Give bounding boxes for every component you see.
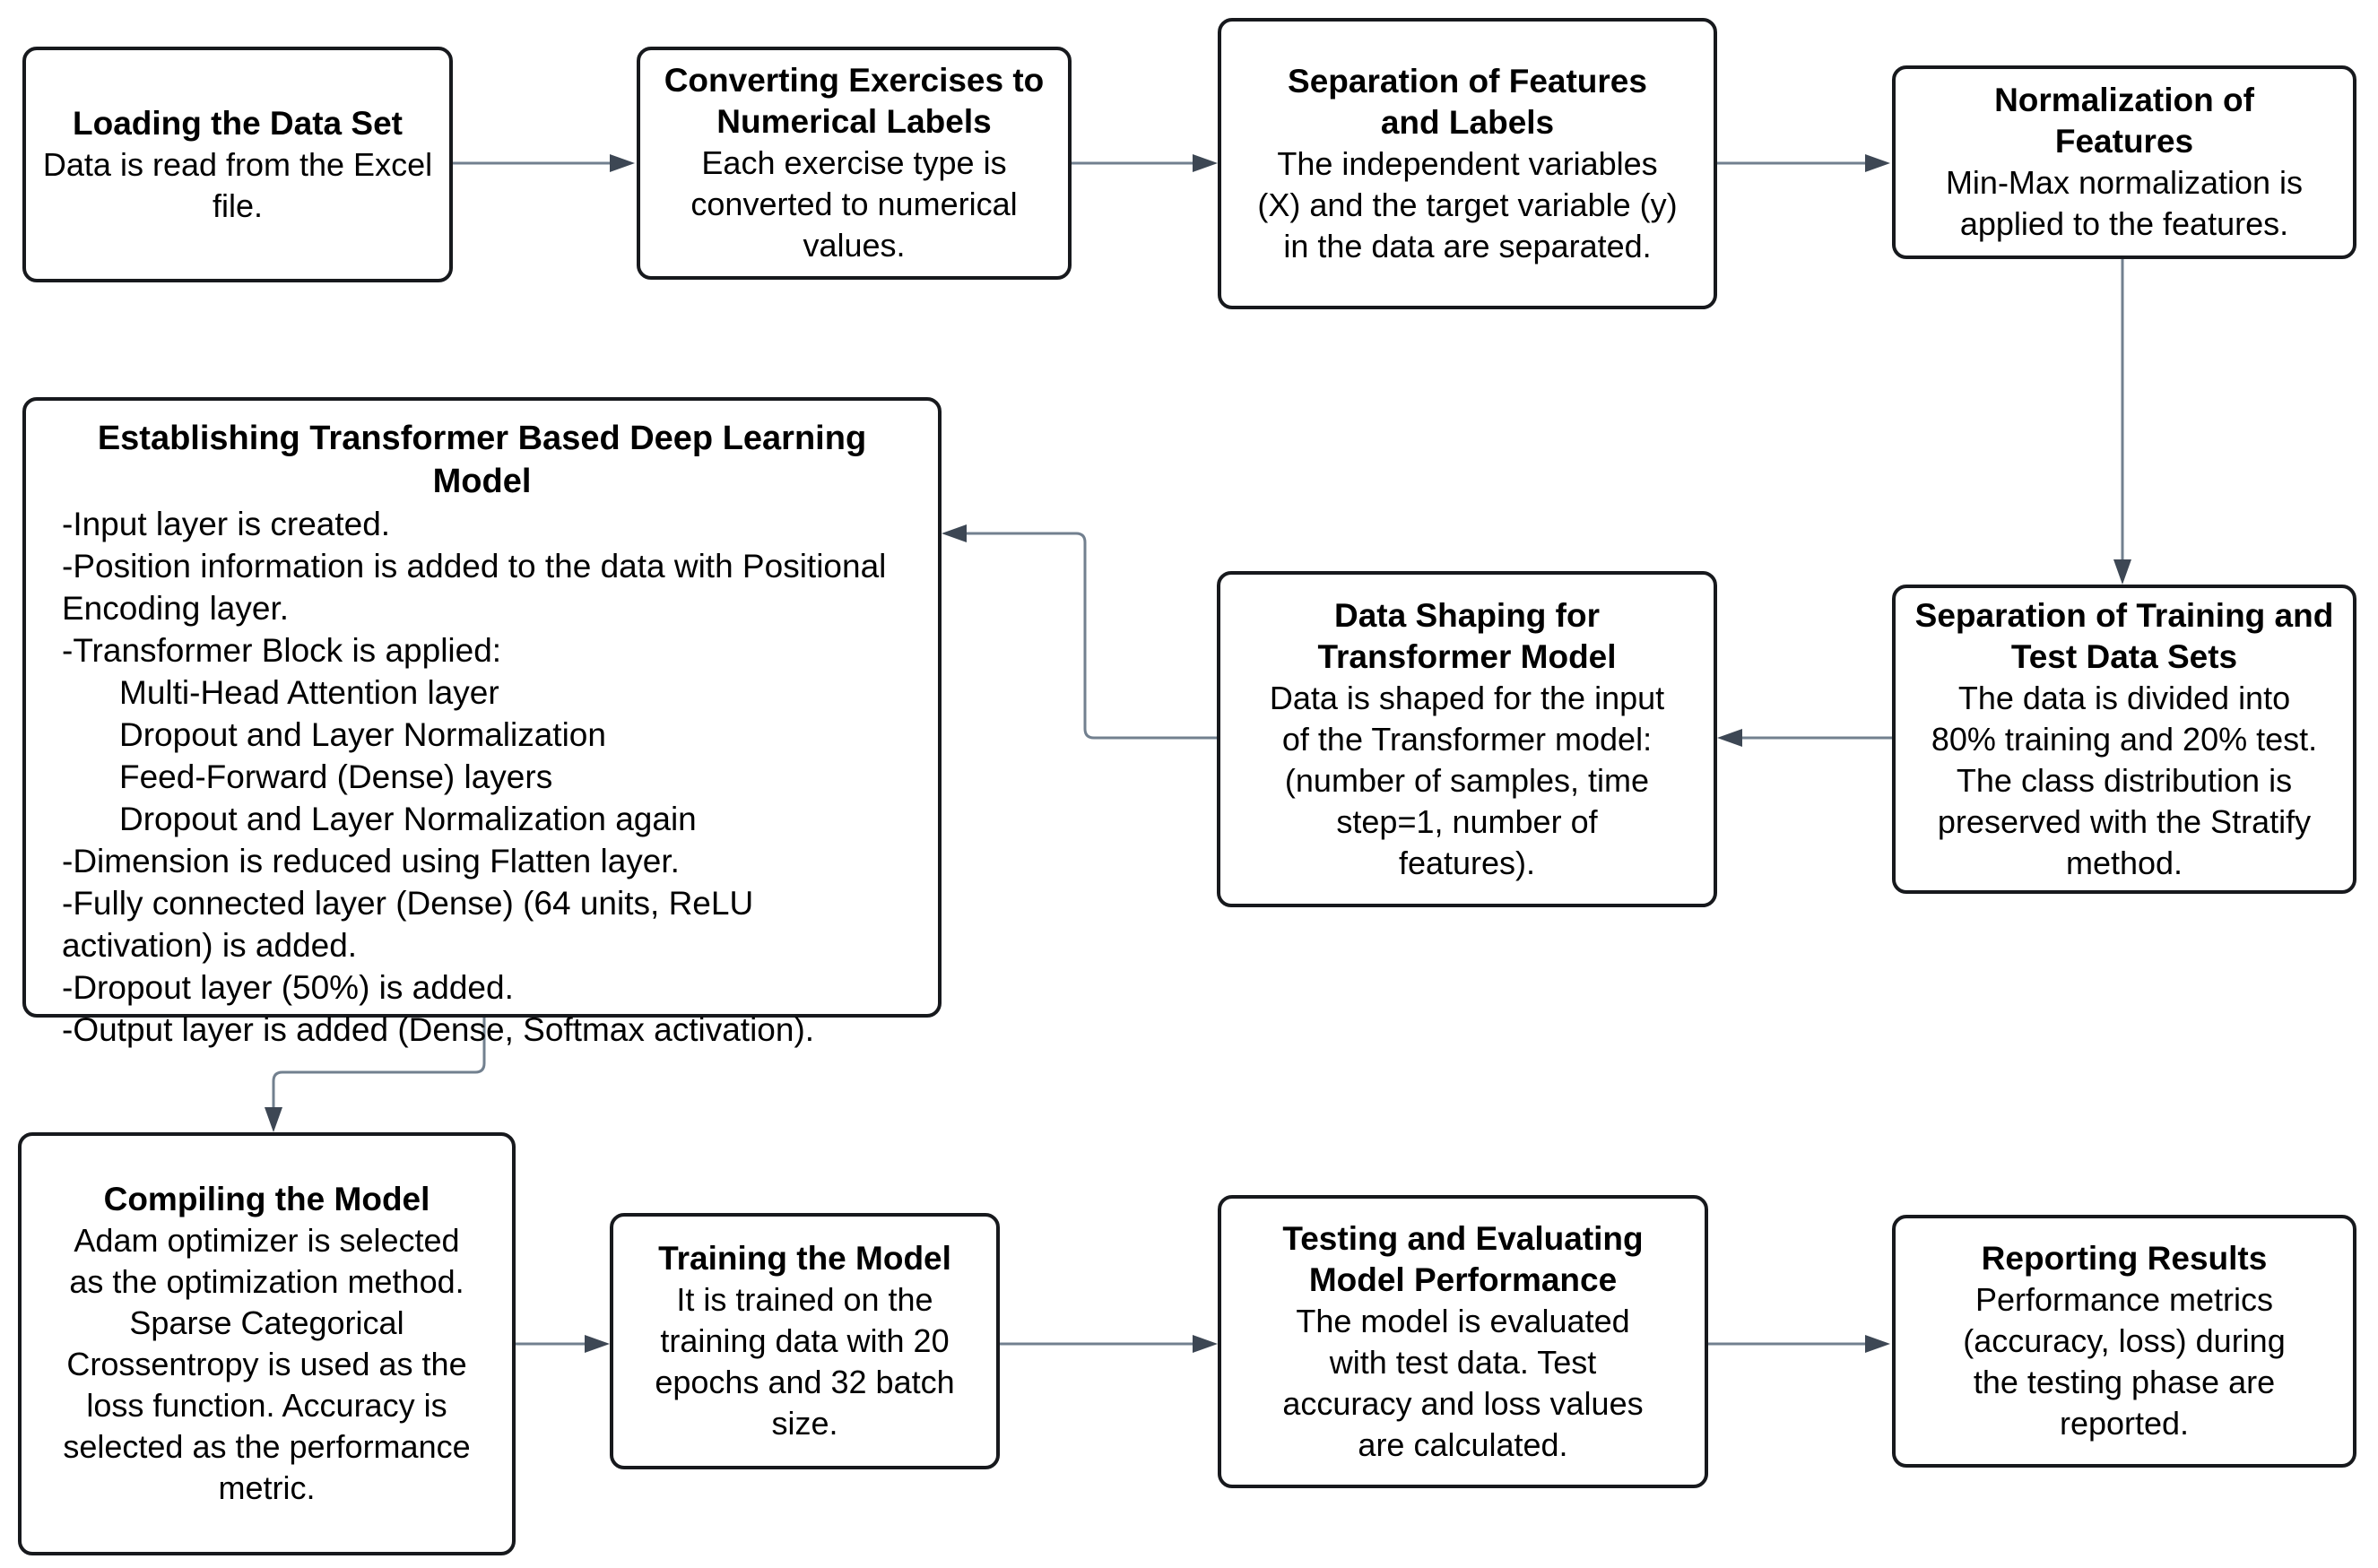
arrowhead-right-icon bbox=[585, 1335, 610, 1353]
flow-node-converting: Converting Exercises to Numerical Labels… bbox=[637, 47, 1072, 280]
node-body-line: -Output layer is added (Dense, Softmax a… bbox=[62, 1011, 815, 1048]
arrowhead-right-icon bbox=[610, 154, 635, 172]
node-body: The independent variables (X) and the ta… bbox=[1257, 144, 1678, 264]
node-body-line: Dropout and Layer Normalization bbox=[119, 716, 606, 753]
node-body-line: -Dropout layer (50%) is added. bbox=[62, 969, 514, 1006]
node-title: Reporting Results bbox=[1981, 1240, 2268, 1277]
flow-node-loading: Loading the Data Set Data is read from t… bbox=[22, 47, 453, 282]
node-body: Performance metrics (accuracy, loss) dur… bbox=[1963, 1281, 2286, 1442]
node-title: Converting Exercises to Numerical Labels bbox=[664, 62, 1045, 140]
node-body-line: Dropout and Layer Normalization again bbox=[119, 801, 697, 837]
node-body-line: -Dimension is reduced using Flatten laye… bbox=[62, 843, 680, 879]
node-body-line: -Transformer Block is applied: bbox=[62, 632, 502, 669]
node-body: Adam optimizer is selected as the optimi… bbox=[63, 1222, 471, 1506]
node-body: Min-Max normalization is applied to the … bbox=[1945, 164, 2304, 242]
flow-node-training: Training the Model It is trained on the … bbox=[610, 1213, 1000, 1469]
node-body-line: -Position information is added to the da… bbox=[62, 548, 887, 627]
flow-node-compiling: Compiling the Model Adam optimizer is se… bbox=[18, 1132, 516, 1555]
arrowhead-right-icon bbox=[1193, 154, 1218, 172]
node-body: The data is divided into 80% training an… bbox=[1931, 679, 2318, 881]
node-title: Normalization of Features bbox=[1994, 82, 2254, 160]
flow-node-separation-training: Separation of Training and Test Data Set… bbox=[1892, 585, 2356, 894]
node-title: Separation of Training and Test Data Set… bbox=[1914, 596, 2334, 675]
flow-node-separation-features: Separation of Features and Labels The in… bbox=[1218, 18, 1717, 309]
arrowhead-down-icon bbox=[265, 1107, 282, 1132]
arrowhead-right-icon bbox=[1193, 1335, 1218, 1353]
connector-establishing-model-to-compiling bbox=[272, 1018, 486, 1107]
arrowhead-down-icon bbox=[2113, 559, 2131, 585]
node-title: Testing and Evaluating Model Performance bbox=[1282, 1219, 1644, 1298]
arrowhead-right-icon bbox=[1865, 154, 1890, 172]
flow-node-testing: Testing and Evaluating Model Performance… bbox=[1218, 1195, 1708, 1488]
arrowhead-left-icon bbox=[942, 524, 967, 542]
arrowhead-right-icon bbox=[1865, 1335, 1890, 1353]
flow-node-reporting: Reporting Results Performance metrics (a… bbox=[1892, 1215, 2356, 1468]
node-title: Compiling the Model bbox=[103, 1181, 430, 1217]
node-body-line: -Fully connected layer (Dense) (64 units… bbox=[62, 885, 754, 964]
flow-node-normalization: Normalization of Features Min-Max normal… bbox=[1892, 65, 2356, 259]
flow-node-establishing-model: Establishing Transformer Based Deep Lear… bbox=[22, 397, 942, 1048]
node-title: Data Shaping for Transformer Model bbox=[1317, 596, 1617, 675]
node-title: Training the Model bbox=[658, 1240, 951, 1277]
flow-node-data-shaping: Data Shaping for Transformer Model Data … bbox=[1217, 571, 1717, 907]
node-body: Data is shaped for the input of the Tran… bbox=[1269, 679, 1665, 881]
node-body: It is trained on the training data with … bbox=[655, 1281, 955, 1442]
node-title: Loading the Data Set bbox=[73, 104, 403, 142]
node-body: Data is read from the Excel file. bbox=[42, 145, 433, 224]
node-body-line: -Input layer is created. bbox=[62, 506, 391, 542]
arrowhead-left-icon bbox=[1717, 729, 1742, 747]
node-body: Each exercise type is converted to numer… bbox=[690, 144, 1018, 264]
node-body-line: Multi-Head Attention layer bbox=[119, 674, 499, 711]
node-title: Separation of Features and Labels bbox=[1288, 62, 1647, 141]
connector-data-shaping-to-establishing-model bbox=[967, 532, 1217, 740]
node-body-line: Feed-Forward (Dense) layers bbox=[119, 758, 553, 795]
node-title: Establishing Transformer Based Deep Lear… bbox=[97, 420, 867, 500]
node-body: The model is evaluated with test data. T… bbox=[1282, 1302, 1644, 1463]
